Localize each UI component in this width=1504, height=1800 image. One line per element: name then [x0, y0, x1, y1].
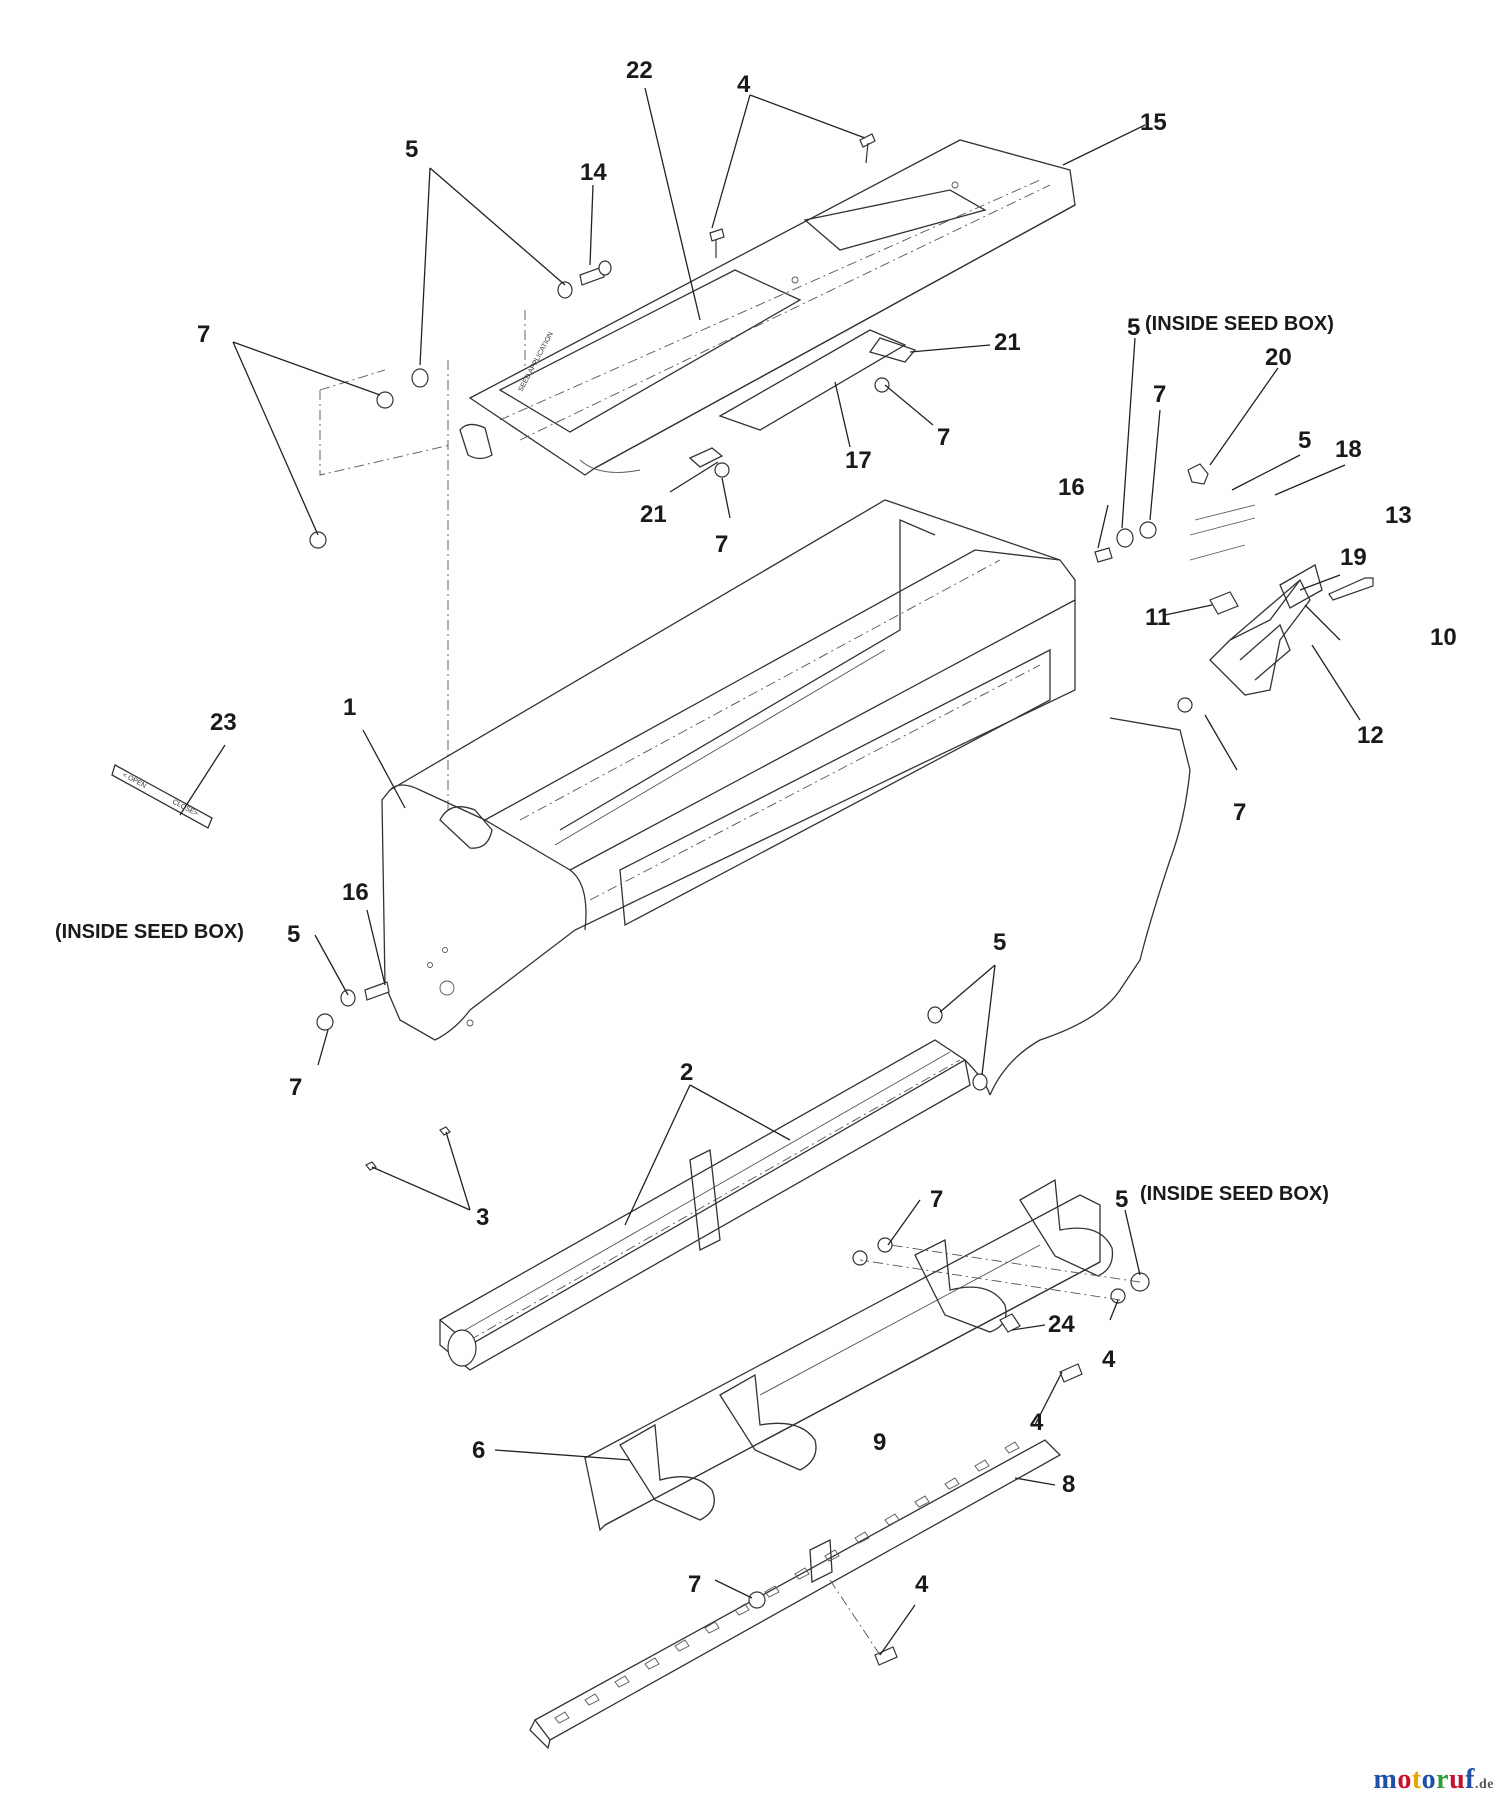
callout-20: 20 [1265, 344, 1292, 371]
callouts: 22 4 15 5 14 7 21 7 17 21 7 5 (INSIDE SE… [55, 57, 1457, 1598]
hardware [309, 133, 1193, 1666]
watermark-letter: o [1397, 1764, 1412, 1795]
gauge-decal: < OPEN CLOSE> [111, 764, 213, 829]
callout-7-lid-bottom: 7 [715, 531, 728, 558]
callout-23: 23 [210, 709, 237, 736]
callout-6: 6 [472, 1437, 485, 1464]
bracket [619, 1178, 1114, 1521]
callout-3: 3 [476, 1204, 489, 1231]
callout-12: 12 [1357, 722, 1384, 749]
callout-7-lid-left: 7 [197, 321, 210, 348]
clip [688, 447, 724, 468]
callout-21-bottom: 21 [640, 501, 667, 528]
callout-19: 19 [1340, 544, 1367, 571]
seed-box-body [381, 499, 1076, 1041]
gauge-strip [529, 1439, 1062, 1750]
callout-5-bracket: 5 [1115, 1186, 1128, 1213]
callout-7-left: 7 [289, 1074, 302, 1101]
lid-cover [468, 139, 1076, 476]
callout-24: 24 [1048, 1311, 1075, 1338]
callout-2: 2 [680, 1059, 693, 1086]
callout-5-agitator: 5 [993, 929, 1006, 956]
callout-7-lid-right: 7 [937, 424, 950, 451]
callout-13: 13 [1385, 502, 1412, 529]
callout-5-left: 5 [287, 921, 300, 948]
callout-10: 10 [1430, 624, 1457, 651]
pin [365, 1126, 451, 1171]
control-rod [989, 717, 1191, 1096]
callout-15: 15 [1140, 109, 1167, 136]
alignment-line-left [319, 310, 526, 476]
callout-18: 18 [1335, 436, 1362, 463]
callout-22: 22 [626, 57, 653, 84]
callout-4-bracket: 4 [1102, 1346, 1116, 1373]
lever-assembly [1187, 463, 1374, 696]
callout-4-bottom: 4 [915, 1571, 929, 1598]
callout-16-left: 16 [342, 879, 369, 906]
leader-lines [179, 87, 1361, 1656]
callout-4-strip: 4 [1030, 1409, 1044, 1436]
callout-7-strip: 7 [688, 1571, 701, 1598]
agitator-shaft [438, 1039, 991, 1371]
callout-5-right: 5 [1127, 314, 1140, 341]
callout-9: 9 [873, 1429, 886, 1456]
lid-decal-text: SEED APPLICATION [518, 331, 555, 393]
callout-7-right: 7 [1153, 381, 1166, 408]
watermark-letter: f [1465, 1764, 1475, 1795]
bracket-plate [584, 1194, 1101, 1532]
callout-11: 11 [1145, 604, 1170, 631]
watermark-letter: o [1421, 1764, 1437, 1795]
lid-hinge-tab [459, 423, 493, 460]
watermark-letter: m [1373, 1764, 1398, 1795]
callout-5-lid: 5 [405, 136, 418, 163]
callout-7-rod: 7 [1233, 799, 1246, 826]
watermark-letters: motoruf [1374, 1764, 1476, 1795]
watermark-letter: r [1436, 1764, 1450, 1795]
watermark-tld: .de [1475, 1777, 1494, 1792]
strip-holes [554, 1441, 1020, 1724]
watermark-logo: motoruf.de [1374, 1764, 1495, 1796]
callout-17: 17 [845, 447, 872, 474]
callout-1: 1 [343, 694, 356, 721]
callout-21-top: 21 [994, 329, 1021, 356]
note-inside-seed-box-bottom: (INSIDE SEED BOX) [1140, 1183, 1329, 1205]
callout-16-right: 16 [1058, 474, 1085, 501]
note-inside-seed-box-top: (INSIDE SEED BOX) [1145, 313, 1334, 335]
callout-8: 8 [1062, 1471, 1075, 1498]
note-inside-seed-box-left: (INSIDE SEED BOX) [55, 921, 244, 943]
lid-decal: SEED APPLICATION [498, 269, 802, 433]
callout-5-lever: 5 [1298, 427, 1311, 454]
watermark-letter: u [1449, 1764, 1466, 1795]
baffle-plate [718, 329, 917, 431]
callout-14: 14 [580, 159, 607, 186]
callout-4-top: 4 [737, 71, 751, 98]
callout-7-bracket: 7 [930, 1186, 943, 1213]
watermark-letter: t [1411, 1764, 1422, 1795]
